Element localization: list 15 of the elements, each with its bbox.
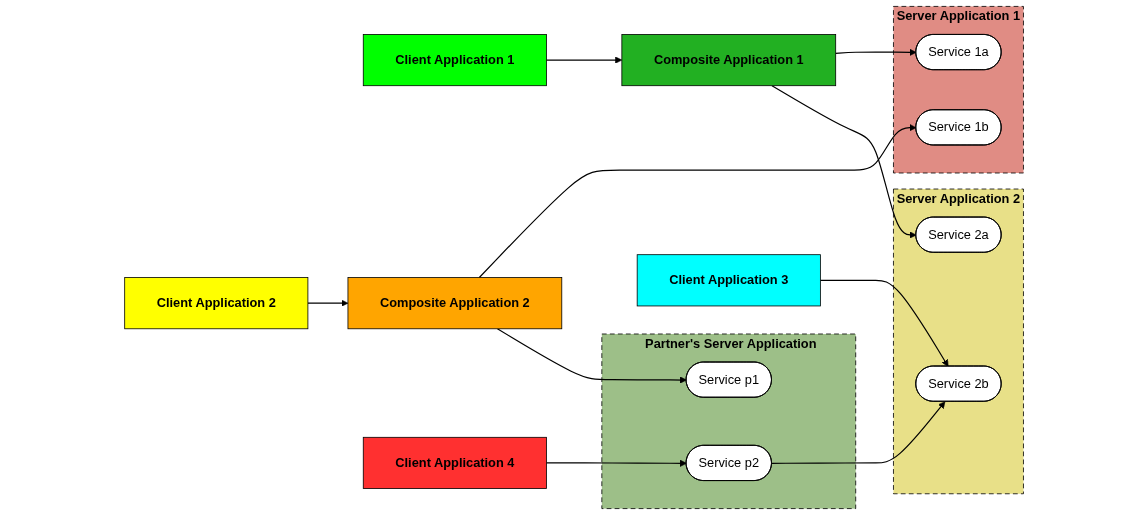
arrow [545,459,687,467]
arrow [771,401,946,464]
node-box: Client Application 2 [124,277,309,330]
node-box: Client Application 3 [636,254,821,307]
arrow [835,48,917,56]
arrow [545,56,623,64]
node-box: Client Application 1 [362,34,547,87]
arrow [307,299,349,307]
arrow [478,124,917,279]
node-box: Client Application 4 [362,436,547,489]
arrow [819,279,949,367]
node-box: Composite Application 1 [621,34,836,87]
node-box: Composite Application 2 [347,277,563,330]
arrow [496,328,687,384]
arrow [771,85,917,239]
